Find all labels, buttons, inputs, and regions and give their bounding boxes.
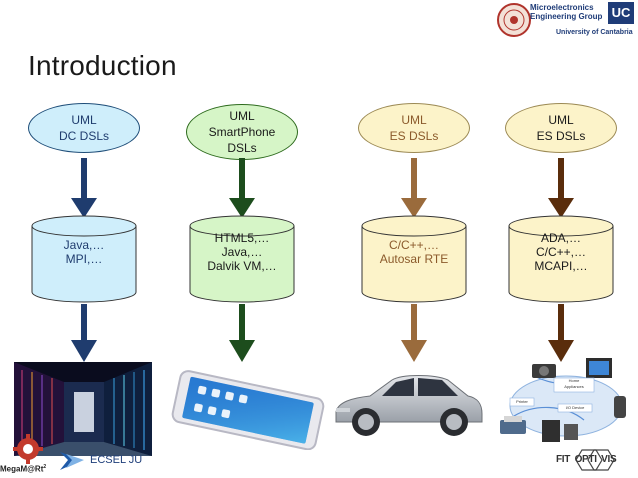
megamart-sup: 2 bbox=[43, 464, 47, 470]
uc-badge: UC bbox=[608, 2, 634, 24]
group-name-line2: Engineering Group bbox=[530, 12, 603, 21]
home-appliances-label: Home Appliances bbox=[564, 378, 584, 389]
down-arrow-icon bbox=[229, 304, 255, 362]
dsl-ellipse-4: UML ES DSLs bbox=[505, 103, 617, 153]
down-arrow-icon bbox=[548, 304, 574, 362]
dsl-cylinder-4 bbox=[508, 215, 614, 303]
fitoptivis-logo: FIT OPTI VIS bbox=[554, 446, 636, 474]
dsl-flow-2 bbox=[189, 158, 295, 362]
ecsel-logo: ECSEL JU bbox=[58, 448, 148, 474]
dsl-cylinder-3 bbox=[361, 215, 467, 303]
down-arrow-icon bbox=[71, 304, 97, 362]
dsl-cylinder-text-2: HTML5,… Java,… Dalvik VM,… bbox=[207, 231, 277, 273]
dsl-flow-1 bbox=[31, 158, 137, 362]
fitoptivis-text: FIT OPTI VIS bbox=[556, 454, 617, 465]
slide-title: Introduction bbox=[28, 50, 177, 81]
megamart-logo: MegaM@Rt2 bbox=[0, 434, 58, 476]
gear-icon bbox=[13, 434, 43, 464]
dsl-ellipse-1: UML DC DSLs bbox=[28, 103, 140, 153]
dsl-ellipse-2: UML SmartPhone DSLs bbox=[186, 104, 298, 160]
dsl-flow-4 bbox=[508, 158, 614, 362]
uc-badge-text: UC bbox=[611, 5, 631, 20]
down-arrow-icon bbox=[401, 304, 427, 362]
printer-label: Printer bbox=[516, 399, 528, 404]
down-arrow-icon bbox=[71, 158, 97, 218]
io-device-label: I/O Device bbox=[565, 405, 585, 410]
down-arrow-icon bbox=[401, 158, 427, 218]
ecsel-chevron-icon bbox=[60, 452, 84, 470]
university-seal-icon bbox=[497, 3, 531, 37]
data-center-photo bbox=[14, 362, 152, 456]
dsl-ellipse-3: UML ES DSLs bbox=[358, 103, 470, 153]
down-arrow-icon bbox=[229, 158, 255, 218]
group-name-line1: Microelectronics bbox=[530, 3, 594, 12]
university-name: University of Cantabria bbox=[556, 29, 633, 36]
dsl-cylinder-1 bbox=[31, 215, 137, 303]
dsl-cylinder-text-1: Java,… MPI,… bbox=[63, 238, 105, 266]
microelectronics-group-logo: Microelectronics Engineering Group UC Un… bbox=[496, 2, 636, 40]
smartphone-photo bbox=[171, 370, 325, 450]
dsl-cylinder-text-3: C/C++,… Autosar RTE bbox=[379, 238, 449, 266]
car-photo bbox=[335, 375, 483, 436]
megamart-text: MegaM@Rt bbox=[0, 464, 44, 474]
down-arrow-icon bbox=[548, 158, 574, 218]
dsl-cylinder-text-4: ADA,… C/C++,… MCAPI,… bbox=[534, 231, 588, 273]
dsl-flow-3 bbox=[361, 158, 467, 362]
home-appliances-diagram: Home Appliances Printer I/O Device bbox=[494, 356, 634, 452]
dsl-cylinder-2 bbox=[189, 215, 295, 303]
ecsel-text: ECSEL JU bbox=[90, 454, 143, 466]
